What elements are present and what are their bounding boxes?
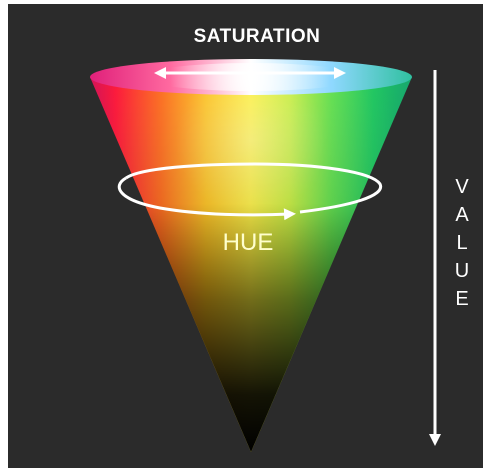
value-letter-v: V — [455, 176, 469, 198]
value-letter-l: L — [456, 232, 467, 254]
value-letter-a: A — [455, 204, 469, 226]
cone-top-highlight — [141, 63, 361, 91]
value-letter-u: U — [455, 260, 469, 282]
hue-ring-arrow — [117, 162, 383, 221]
value-label: V A L U E — [455, 176, 470, 310]
color-cone — [90, 59, 412, 452]
saturation-label: SATURATION — [194, 26, 321, 47]
value-letter-e: E — [455, 288, 468, 310]
cone-value-shading — [90, 77, 412, 452]
hue-label: HUE — [223, 229, 274, 256]
